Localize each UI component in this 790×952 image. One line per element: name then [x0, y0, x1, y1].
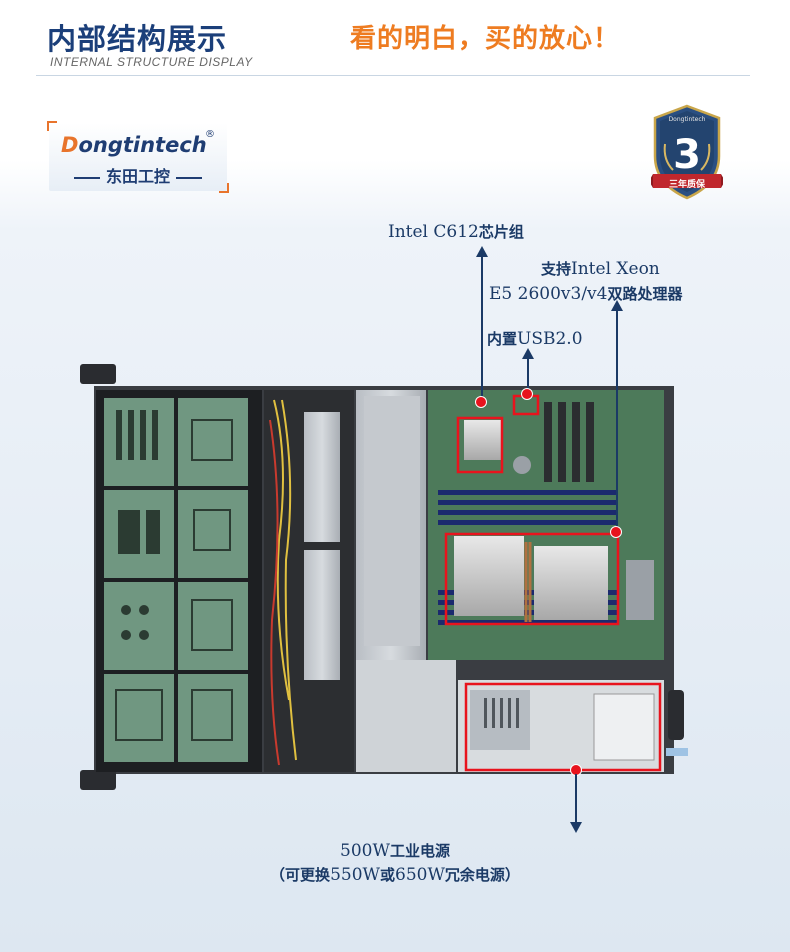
cpu-marker-dot	[610, 526, 622, 538]
callout-usb: 内置USB2.0	[487, 329, 583, 349]
shield-icon	[649, 104, 725, 200]
usb-arrow-icon	[522, 348, 534, 359]
psu-connector-line	[575, 774, 577, 824]
cpu-connector-line	[616, 308, 618, 530]
chipset-marker-dot	[475, 396, 487, 408]
header-divider	[36, 75, 750, 76]
logo-corner-bottom-right	[219, 183, 229, 193]
usb-marker-dot	[521, 388, 533, 400]
callout-psu-line2: （可更换550W或650W冗余电源）	[270, 865, 520, 885]
logo-registered-mark: ®	[205, 129, 215, 140]
chipset-arrow-icon	[476, 246, 488, 257]
badge-label: 三年质保	[668, 180, 705, 190]
callout-cpu-line1: 支持Intel Xeon	[541, 259, 660, 279]
cpu-arrow-icon	[611, 300, 623, 311]
page-subtitle: INTERNAL STRUCTURE DISPLAY	[50, 55, 253, 69]
server-interior-photo	[80, 364, 688, 790]
slogan: 看的明白，买的放心！	[350, 24, 621, 54]
brand-logo: Dongtintech ® 东田工控	[47, 121, 229, 193]
badge-number: 3	[673, 132, 701, 178]
psu-arrow-icon	[570, 822, 582, 833]
chipset-connector-line	[481, 256, 483, 404]
warranty-badge: Dongtintech 3 三年质保	[649, 104, 725, 200]
badge-brand: Dongtintech	[668, 116, 706, 123]
page-title: 内部结构展示	[47, 22, 228, 56]
callout-chipset: Intel C612芯片组	[388, 222, 524, 242]
logo-brand-cn: 东田工控	[49, 163, 227, 187]
callout-cpu-line2: E5 2600v3/v4双路处理器	[489, 284, 683, 304]
logo-corner-top-left	[47, 121, 57, 131]
logo-brand-en: Dongtintech	[61, 133, 207, 157]
usb-connector-line	[527, 357, 529, 393]
callout-psu-line1: 500W工业电源	[340, 841, 450, 861]
